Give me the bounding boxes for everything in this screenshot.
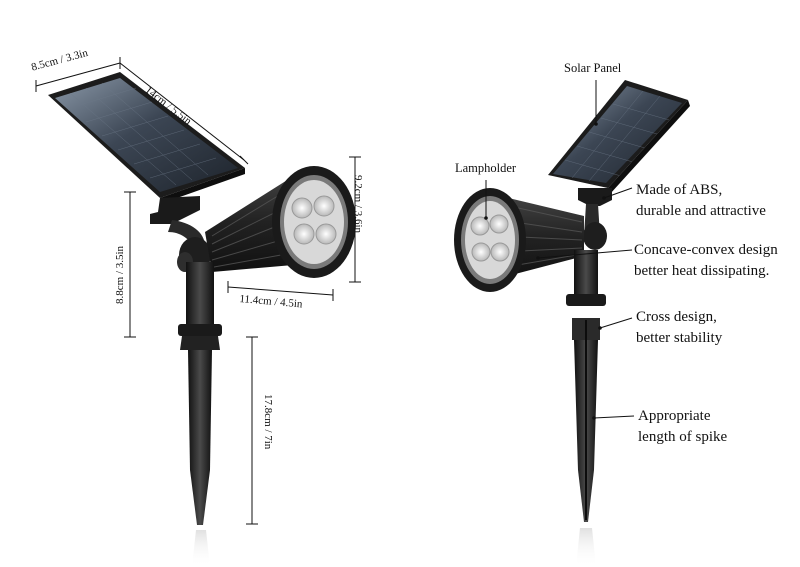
left-solar-panel: [48, 72, 245, 204]
right-solar-panel: [548, 80, 690, 194]
concave-line-2: better heat dissipating.: [634, 263, 770, 279]
left-lamp: [205, 166, 356, 278]
pole-height-label: 8.8cm / 3.5in: [114, 245, 126, 304]
callout-dots: [484, 122, 606, 420]
right-spike: [572, 318, 600, 567]
left-product: [35, 57, 361, 567]
spike-line-1: Appropriate: [638, 408, 711, 424]
spike-length-callout: Appropriate length of spike: [638, 406, 727, 448]
cross-line-2: better stability: [636, 330, 723, 346]
concave-line-1: Concave-convex design: [634, 242, 778, 258]
right-lamp: [454, 188, 584, 292]
right-pole: [566, 250, 606, 306]
cross-design-label: Cross design, better stability: [636, 307, 722, 349]
abs-line-1: Made of ABS,: [636, 182, 723, 198]
cross-line-1: Cross design,: [636, 309, 717, 325]
abs-material-label: Made of ABS, durable and attractive: [636, 180, 766, 222]
dimension-lines: [35, 57, 361, 525]
callout-lines: [485, 80, 635, 419]
abs-line-2: durable and attractive: [636, 203, 766, 219]
spike-length-label: 17.8cm / 7in: [262, 394, 274, 450]
spike-line-2: length of spike: [638, 429, 728, 445]
right-product: [454, 80, 690, 567]
lampholder-label: Lampholder: [455, 161, 517, 175]
concave-design-label: Concave-convex design better heat dissip…: [634, 240, 778, 282]
left-pole: [178, 262, 222, 567]
solar-panel-label: Solar Panel: [564, 61, 622, 75]
lamp-diameter-label: 9.2cm / 3.6in: [352, 175, 364, 234]
